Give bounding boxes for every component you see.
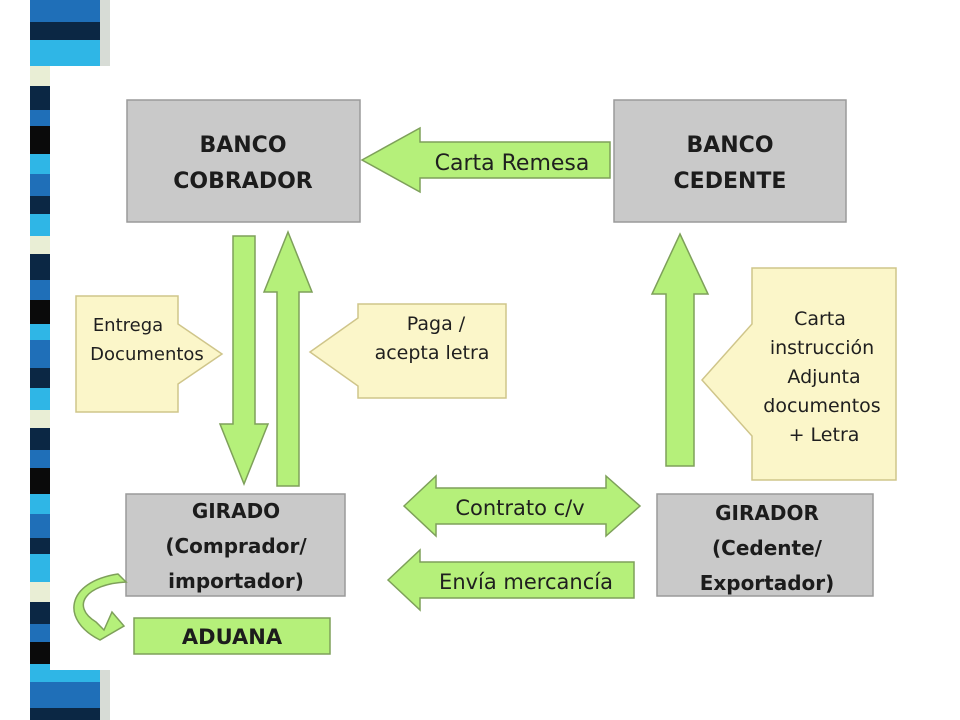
carta-line-2: instrucción xyxy=(770,337,874,359)
aduana-box: ADUANA xyxy=(133,617,331,655)
banco-cedente-line-2: CEDENTE xyxy=(674,169,787,194)
girado-box: GIRADO (Comprador/ importador) xyxy=(125,493,346,597)
stripe-band xyxy=(30,682,110,708)
entrega-line-2: Documentos xyxy=(90,344,204,365)
envia-mercancia-label: Envía mercancía xyxy=(439,570,613,594)
banco-cobrador-line-1: BANCO xyxy=(199,133,286,158)
curved-arrow-to-aduana xyxy=(73,573,128,641)
banco-cobrador-box: BANCO COBRADOR xyxy=(126,99,361,223)
stripe-band xyxy=(30,22,110,40)
envia-mercancia-arrow: Envía mercancía xyxy=(386,548,635,612)
girado-line-2: (Comprador/ xyxy=(165,534,307,558)
contrato-label: Contrato c/v xyxy=(455,496,584,520)
banco-cobrador-line-2: COBRADOR xyxy=(173,169,313,194)
paga-line-2: acepta letra xyxy=(375,342,490,364)
carta-line-4: documentos xyxy=(763,395,880,417)
stripe-band xyxy=(30,0,110,22)
girador-box: GIRADOR (Cedente/ Exportador) xyxy=(656,493,874,597)
carta-line-5: + Letra xyxy=(789,424,860,446)
entrega-line-1: Entrega xyxy=(93,315,163,336)
stripe-band xyxy=(30,40,110,66)
entrega-documentos-note: Entrega Documentos xyxy=(75,295,224,413)
carta-remesa-label: Carta Remesa xyxy=(435,151,590,176)
girador-line-2: (Cedente/ xyxy=(712,536,823,560)
carta-remesa-arrow: Carta Remesa xyxy=(360,126,611,194)
carta-line-1: Carta xyxy=(794,308,846,330)
diagram-panel: BANCO COBRADOR BANCO CEDENTE Carta Remes… xyxy=(50,66,960,670)
carta-instruccion-note: Carta instrucción Adjunta documentos + L… xyxy=(700,267,897,481)
up-arrow-to-banco-cedente xyxy=(650,232,710,467)
banco-cedente-line-1: BANCO xyxy=(686,133,773,158)
girador-line-3: Exportador) xyxy=(700,571,835,595)
aduana-label: ADUANA xyxy=(182,625,283,649)
contrato-double-arrow: Contrato c/v xyxy=(402,474,642,538)
stripe-band xyxy=(30,708,110,720)
paga-line-1: Paga / xyxy=(407,313,466,335)
girado-line-3: importador) xyxy=(168,569,304,593)
carta-line-3: Adjunta xyxy=(787,366,860,388)
girador-line-1: GIRADOR xyxy=(715,501,819,525)
down-arrow-to-girado xyxy=(218,235,270,487)
paga-acepta-note: Paga / acepta letra xyxy=(308,303,507,399)
girado-line-1: GIRADO xyxy=(192,499,280,523)
banco-cedente-box: BANCO CEDENTE xyxy=(613,99,847,223)
up-arrow-to-banco-cobrador xyxy=(262,229,314,487)
